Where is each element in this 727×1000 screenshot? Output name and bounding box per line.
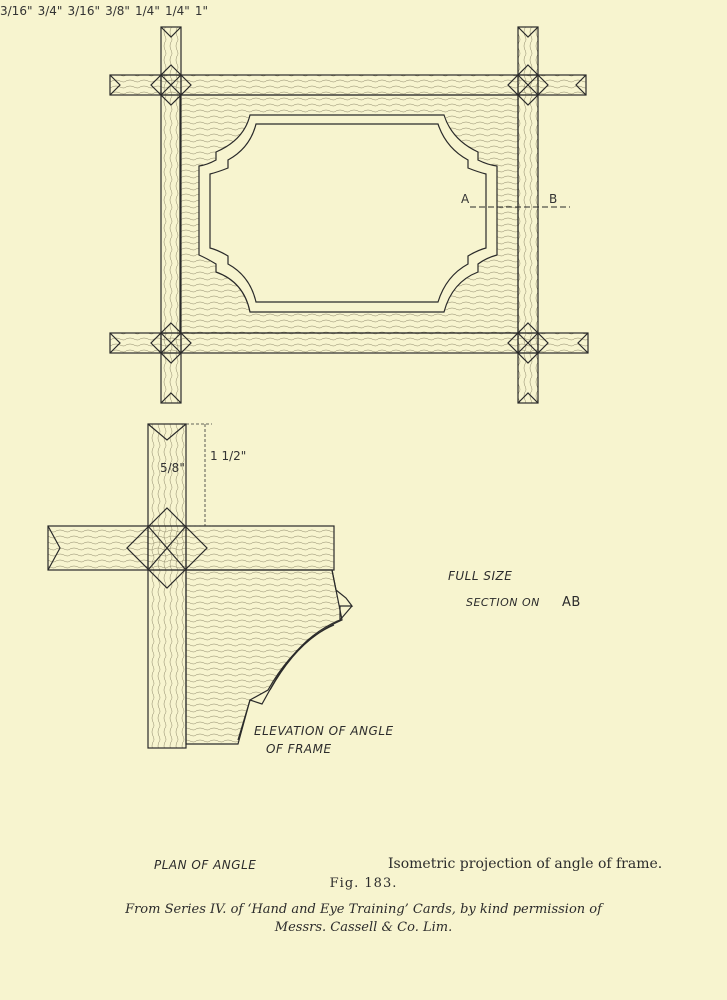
- dim-section-curve: 1/4": [164, 4, 190, 18]
- dim-plan-width: 1": [194, 4, 209, 18]
- full-size-label: FULL SIZE: [448, 569, 513, 583]
- section-ab-label: AB: [562, 595, 581, 610]
- elevation-caption-line1: ELEVATION OF ANGLE: [254, 724, 394, 738]
- section-marker-b: B: [549, 192, 557, 206]
- dim-section-bottom: 1/4": [135, 4, 160, 18]
- isometric-caption: Isometric projection of angle of frame.: [388, 856, 663, 872]
- dim-section-lip-depth: 3/8": [105, 4, 130, 18]
- dim-section-width: 3/4": [37, 4, 63, 18]
- corner-joint-bottom-right: [507, 322, 549, 364]
- dim-section-thickness: 3/16": [0, 4, 33, 18]
- dim-top-height: 1 1/2": [210, 449, 246, 463]
- dimension-lines-elevation: [186, 423, 212, 527]
- elevation-caption-line2: OF FRAME: [266, 742, 332, 756]
- corner-joint-top-left: [150, 64, 192, 106]
- credit-line-2: Messrs. Cassell & Co. Lim.: [274, 920, 453, 935]
- section-marker-a: A: [461, 192, 470, 206]
- plan-of-angle-label: PLAN OF ANGLE: [154, 858, 257, 872]
- frame-elevation: [109, 26, 589, 404]
- section-on-label: SECTION ON: [466, 596, 540, 609]
- dim-stile-width: 5/8": [160, 461, 185, 475]
- credit-line-1: From Series IV. of ‘Hand and Eye Trainin…: [125, 902, 602, 917]
- dim-section-lip: 3/16": [67, 4, 100, 18]
- corner-joint-top-right: [507, 64, 549, 106]
- angle-elevation: [47, 423, 354, 749]
- corner-joint-bottom-left: [150, 322, 192, 364]
- figure-number: Fig. 183.: [329, 876, 398, 891]
